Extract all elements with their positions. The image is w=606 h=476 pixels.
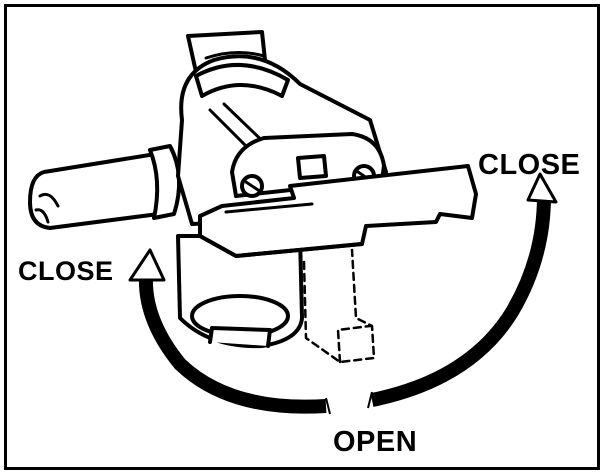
valve-handle: [198, 164, 478, 258]
left-pipe: [28, 144, 182, 230]
rotation-arrow-right: [367, 172, 558, 409]
close-label-left: CLOSE: [18, 256, 114, 286]
valve-body-lower: [176, 234, 304, 349]
handle-open-position-outline: [302, 248, 376, 364]
open-label: OPEN: [333, 426, 418, 458]
close-label-right: CLOSE: [478, 149, 581, 181]
rotation-arrow-left: [128, 248, 331, 415]
